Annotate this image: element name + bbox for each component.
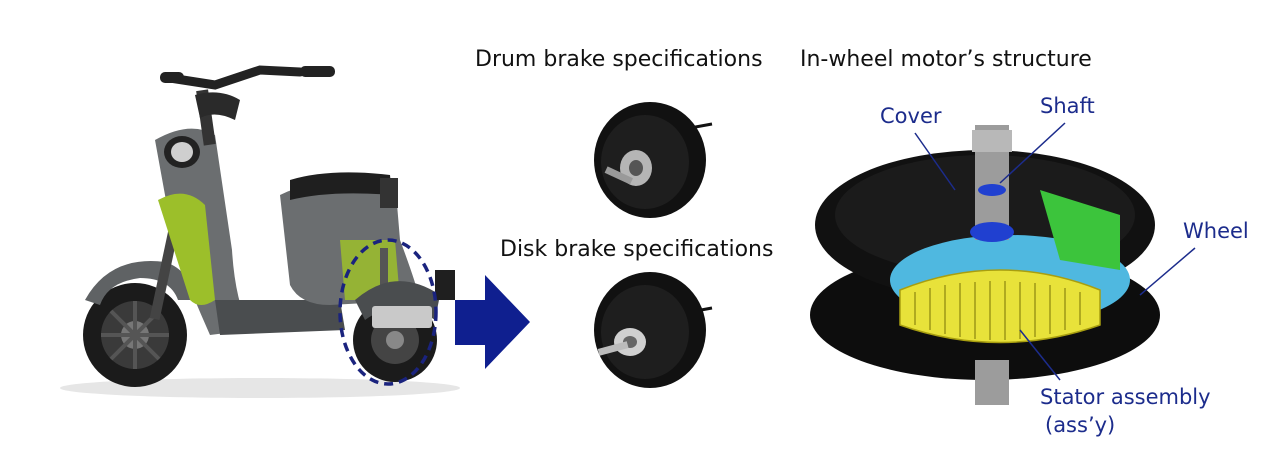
- cover-label: Cover: [880, 104, 942, 128]
- wheel-label: Wheel: [1183, 219, 1249, 243]
- stator-label-line1: Stator assembly: [1040, 385, 1211, 409]
- shaft-label: Shaft: [1040, 94, 1095, 118]
- stator-label-line2: (ass’y): [1045, 413, 1115, 437]
